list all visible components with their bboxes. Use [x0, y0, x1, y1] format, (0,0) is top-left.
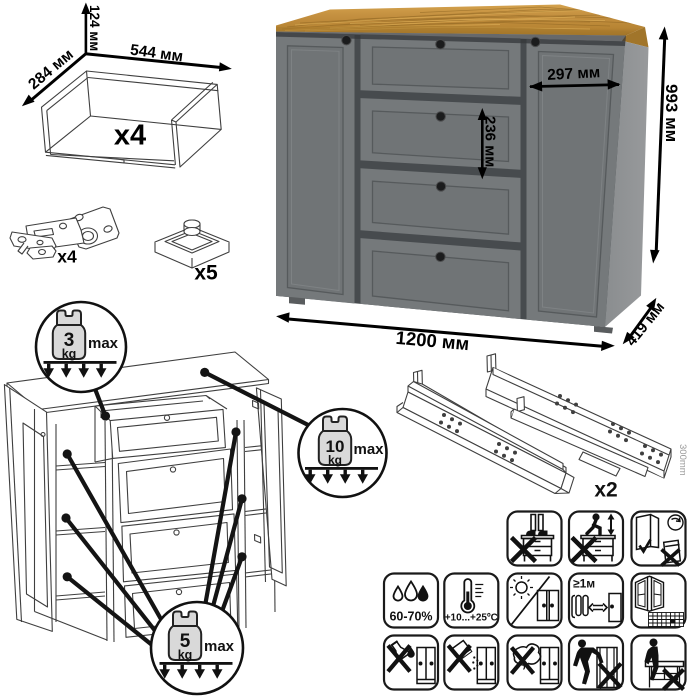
svg-text:10: 10 — [326, 437, 345, 456]
svg-text:max: max — [354, 441, 385, 458]
svg-text:236 мм: 236 мм — [482, 116, 499, 167]
svg-text:x2: x2 — [594, 479, 617, 502]
svg-text:≥1м: ≥1м — [573, 577, 595, 591]
svg-text:544 мм: 544 мм — [129, 42, 184, 66]
svg-text:x5: x5 — [194, 262, 218, 285]
svg-text:3: 3 — [64, 330, 75, 351]
svg-text:kg: kg — [62, 347, 77, 361]
svg-text:x4: x4 — [114, 120, 146, 152]
svg-text:300mm: 300mm — [677, 444, 688, 476]
svg-text:5: 5 — [180, 631, 191, 652]
svg-text:max: max — [204, 638, 235, 655]
svg-text:993 мм: 993 мм — [662, 84, 681, 142]
svg-text:x4: x4 — [57, 247, 77, 267]
svg-text:kg: kg — [328, 453, 342, 467]
svg-text:124 мм: 124 мм — [87, 5, 102, 51]
svg-text:60-70%: 60-70% — [389, 610, 432, 624]
svg-text:+10...+25ºC: +10...+25ºC — [445, 613, 498, 624]
svg-text:kg: kg — [178, 648, 193, 662]
svg-text:297 мм: 297 мм — [547, 64, 601, 84]
svg-text:max: max — [88, 335, 119, 352]
